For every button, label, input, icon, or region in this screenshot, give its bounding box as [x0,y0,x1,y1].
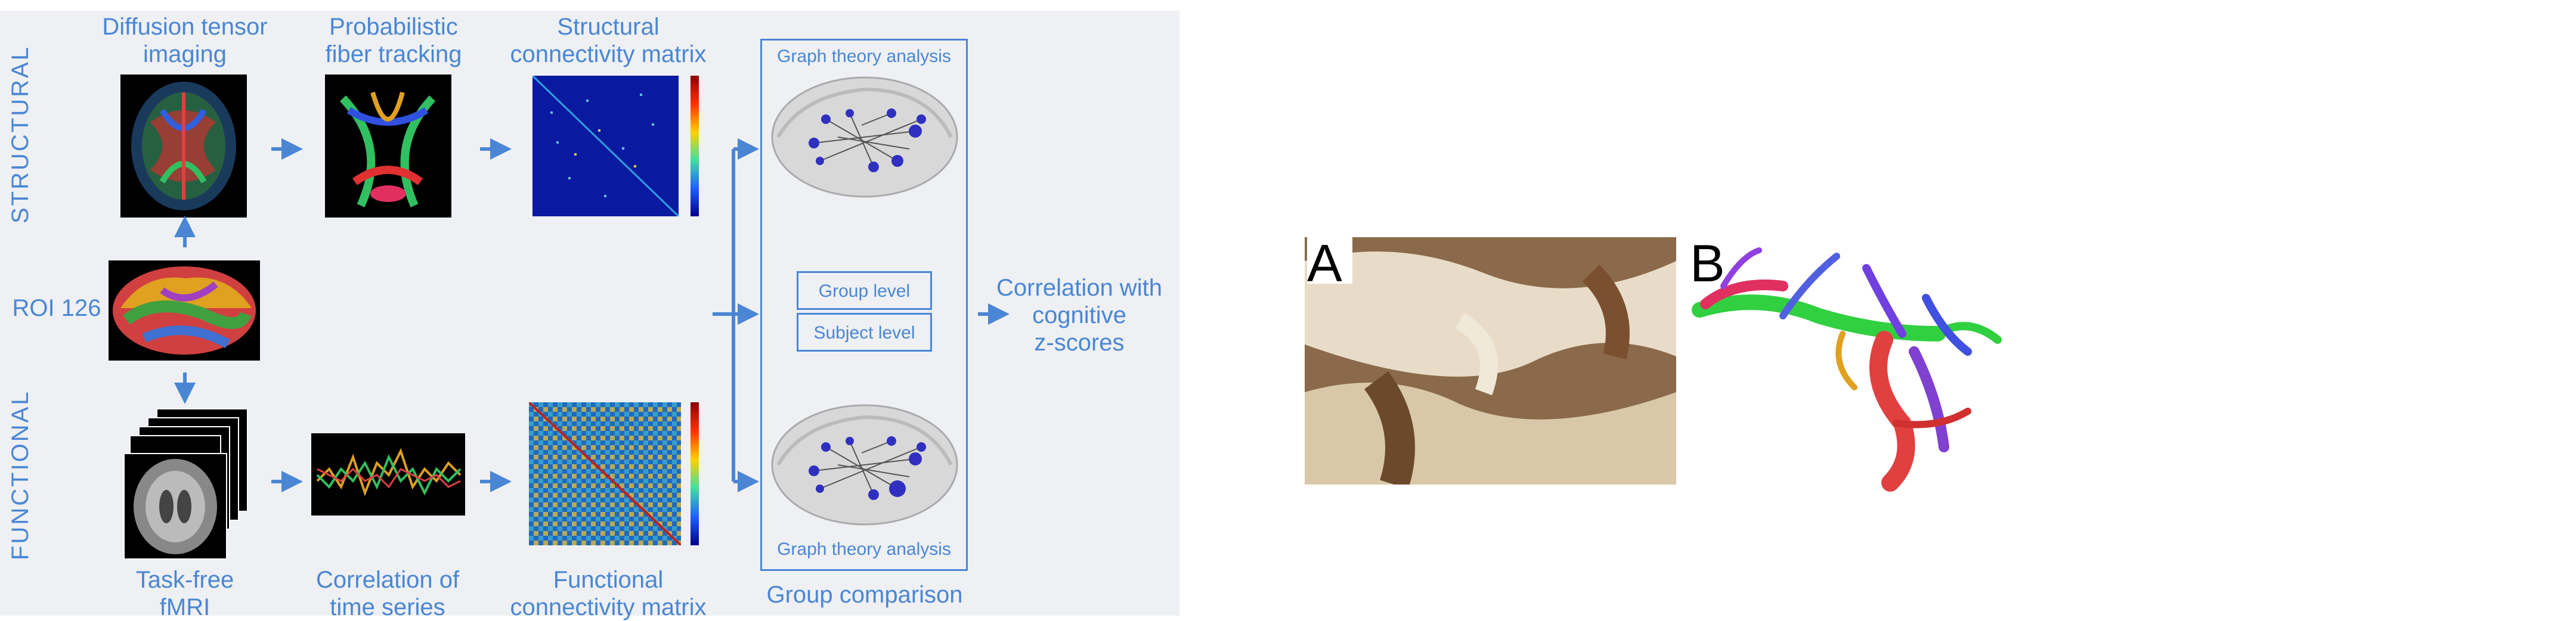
structural-colorbar [691,76,699,216]
group-comparison-caption: Group comparison [766,582,963,608]
roi-label: ROI 126 [12,295,101,321]
roi-brain-image [109,260,260,361]
panel-a-photo [1305,237,1676,485]
flow-arrows [174,138,1010,492]
structural-matrix-image [532,76,679,216]
result-label: Correlation with cognitive z-scores [996,275,1162,356]
functional-network-image [771,404,958,526]
subject-level-box [797,313,932,352]
structural-matrix-title: Structural connectivity matrix [510,14,707,67]
timeseries-image [311,433,465,516]
fiber-tracking-image [325,74,451,218]
functional-matrix-image [529,402,681,545]
panel-b-label: B [1690,234,1725,293]
panel-b-tractography [1692,247,2002,492]
structural-network-image [771,76,958,198]
group-level-label: Group level [818,281,911,301]
graph-theory-bottom-label: Graph theory analysis [777,539,951,559]
group-level-box [797,271,932,310]
functional-colorbar [691,402,699,545]
graph-theory-box [760,39,968,571]
dti-title: Diffusion tensor imaging [102,14,268,67]
tracking-title: Probabilistic fiber tracking [325,14,462,67]
dti-image [120,74,247,218]
panel-a-label: A [1307,237,1352,290]
subject-level-label: Subject level [813,323,915,343]
graph-theory-top-label: Graph theory analysis [777,46,951,66]
fmri-slice-front [123,453,227,560]
